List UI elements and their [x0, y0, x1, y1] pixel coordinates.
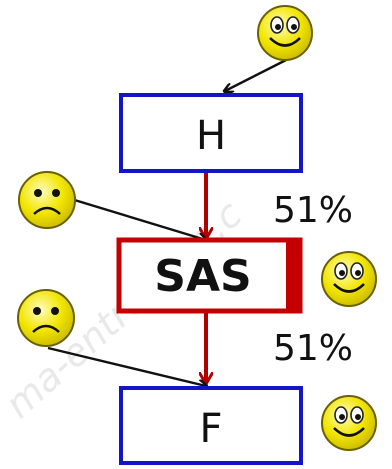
sad-face-icon: [18, 171, 76, 229]
sas-box: SAS: [116, 237, 303, 314]
ownership-h-to-sas: 51%: [273, 190, 353, 231]
arrow-investor-to-sas: [57, 193, 206, 240]
ownership-sas-to-f: 51%: [273, 328, 353, 369]
sas-label: SAS: [154, 251, 251, 302]
holding-box: H: [119, 93, 303, 173]
subsidiary-label: F: [199, 406, 222, 452]
happy-face-icon: [321, 251, 377, 307]
arrow-investor-to-h: [225, 56, 291, 91]
holding-label: H: [196, 113, 226, 159]
arrow-investor-to-f: [47, 346, 206, 386]
subsidiary-box: F: [119, 386, 303, 465]
sas-ownership-bar: [286, 241, 300, 311]
happy-face-icon: [321, 395, 377, 451]
sad-face-icon: [17, 289, 75, 347]
happy-face-icon: [257, 5, 313, 61]
